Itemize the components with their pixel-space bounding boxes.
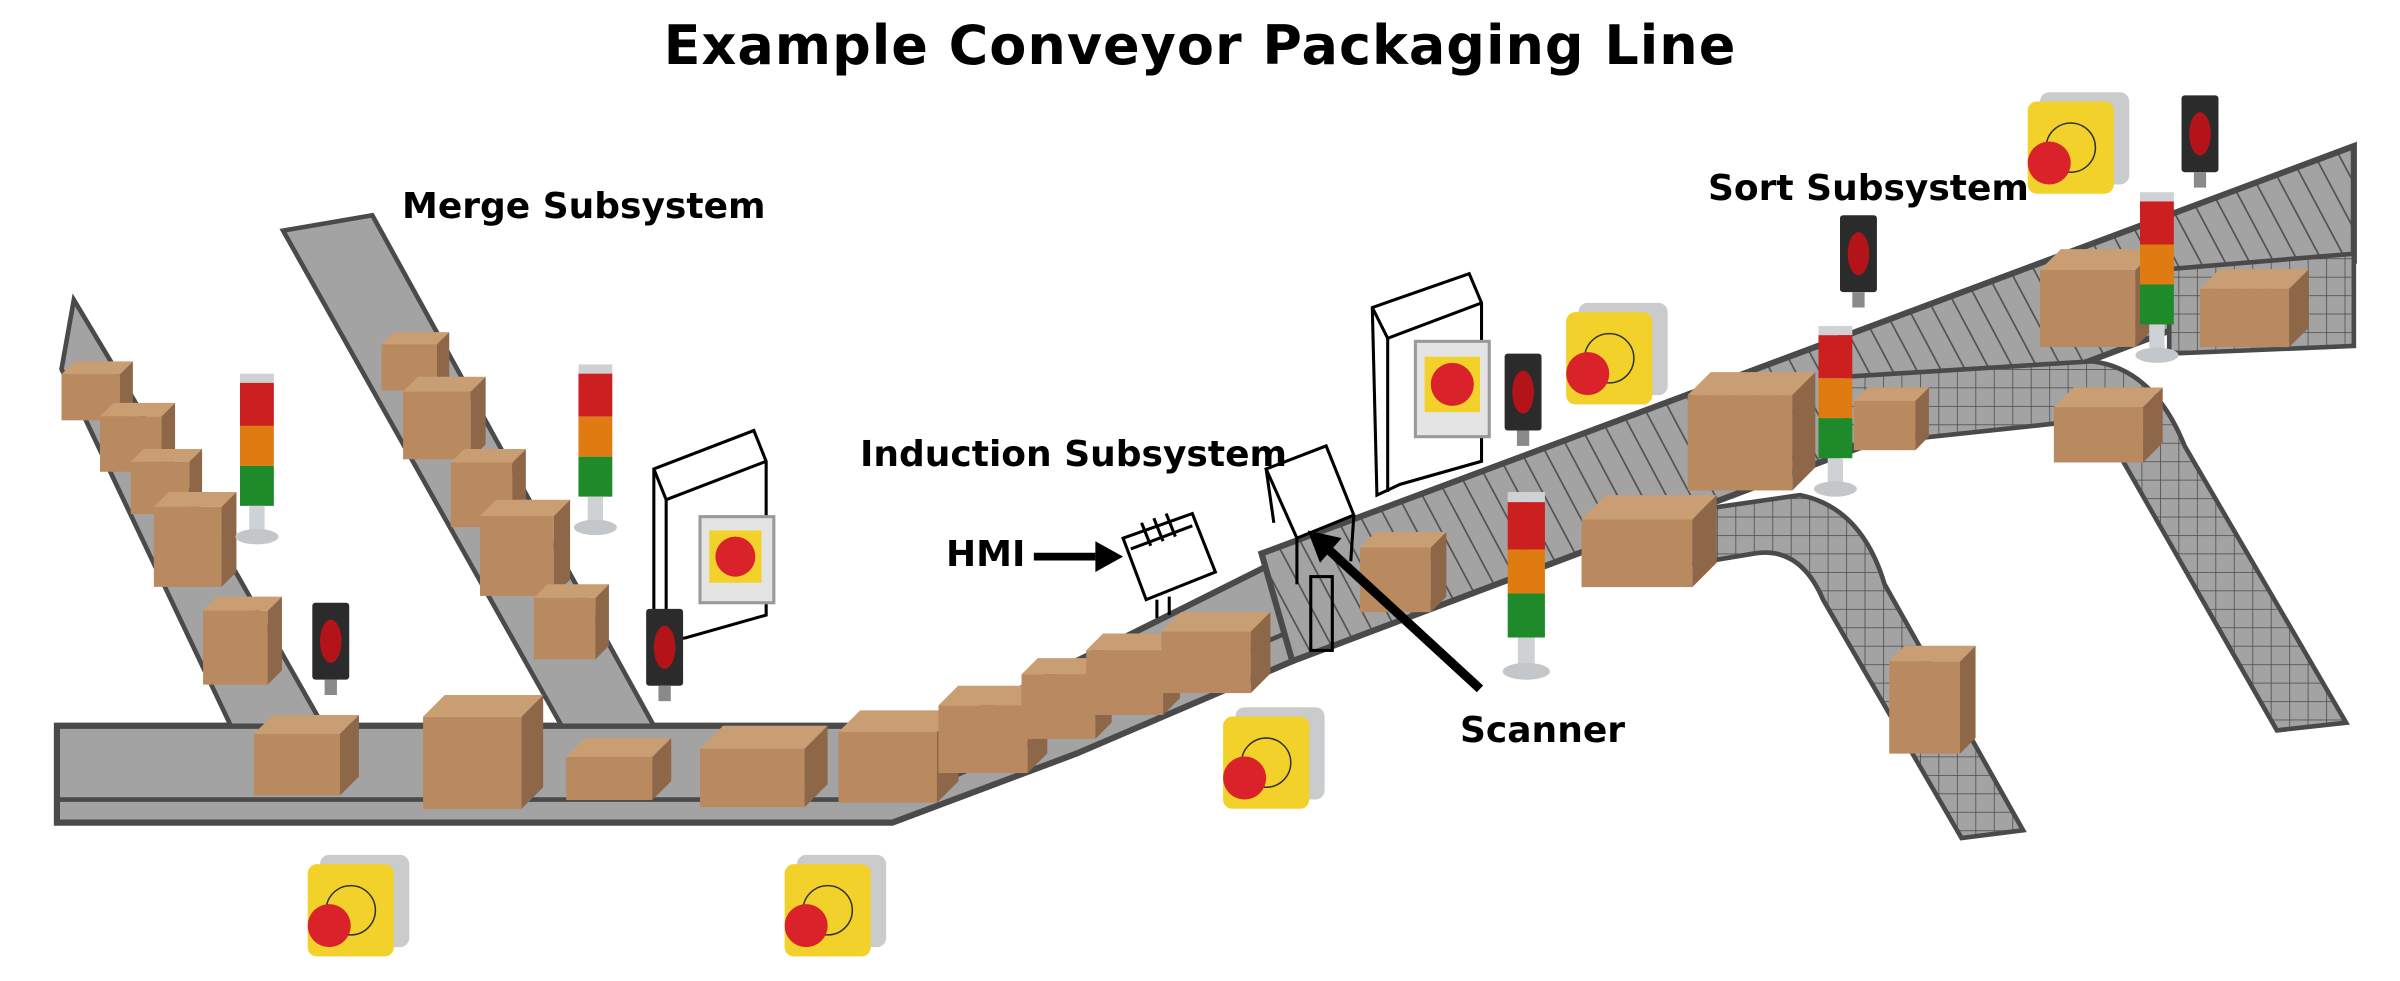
scanner-unit xyxy=(1264,443,1356,652)
emergency-stop-button xyxy=(1566,302,1668,405)
devices-layer xyxy=(235,92,2219,957)
diagram-title: Example Conveyor Packaging Line xyxy=(663,14,1737,77)
package-box xyxy=(153,492,237,587)
photo-sensor xyxy=(1840,215,1877,308)
package-box xyxy=(1853,387,1929,451)
package-box xyxy=(938,685,1048,774)
boxes-layer xyxy=(61,249,2309,809)
scanner-arrow xyxy=(1307,530,1484,693)
emergency-stop-button xyxy=(784,854,887,957)
package-box xyxy=(253,714,359,796)
package-box xyxy=(566,738,672,801)
package-box xyxy=(2053,387,2163,463)
package-box xyxy=(2040,249,2157,347)
package-box xyxy=(1581,495,1717,588)
emergency-stop-button xyxy=(307,854,410,957)
emergency-stop-button xyxy=(1223,707,1325,809)
package-box xyxy=(1687,372,1816,491)
package-box xyxy=(1889,645,1976,754)
stack-light xyxy=(1813,325,1857,497)
sort-subsystem-label: Sort Subsystem xyxy=(1708,168,2029,209)
hmi-arrow xyxy=(1033,541,1124,572)
package-box xyxy=(838,710,959,803)
package-box xyxy=(533,584,609,660)
photo-sensor xyxy=(312,602,350,696)
stack-light xyxy=(2135,192,2179,363)
stack-light xyxy=(573,364,617,536)
induction-subsystem-label: Induction Subsystem xyxy=(860,434,1287,475)
package-box xyxy=(403,376,486,460)
package-box xyxy=(1161,611,1271,694)
disconnect-enclosure-right xyxy=(1370,271,1491,498)
package-box xyxy=(2200,269,2309,348)
hmi-label: HMI xyxy=(946,534,1026,575)
merge-subsystem-label: Merge Subsystem xyxy=(402,186,766,227)
scanner-label: Scanner xyxy=(1460,710,1625,751)
stack-light xyxy=(1502,492,1550,680)
photo-sensor xyxy=(2181,95,2219,188)
emergency-stop-button xyxy=(2027,92,2130,194)
package-box xyxy=(203,596,282,685)
package-box xyxy=(480,499,571,596)
package-box xyxy=(381,332,450,391)
package-box xyxy=(423,695,544,809)
photo-sensor xyxy=(646,608,684,702)
photo-sensor xyxy=(1504,353,1542,446)
stack-light xyxy=(235,373,279,545)
disconnect-enclosure-left xyxy=(652,428,776,640)
package-box xyxy=(1360,532,1447,613)
package-box xyxy=(700,725,828,808)
hmi-terminal xyxy=(1121,511,1218,619)
